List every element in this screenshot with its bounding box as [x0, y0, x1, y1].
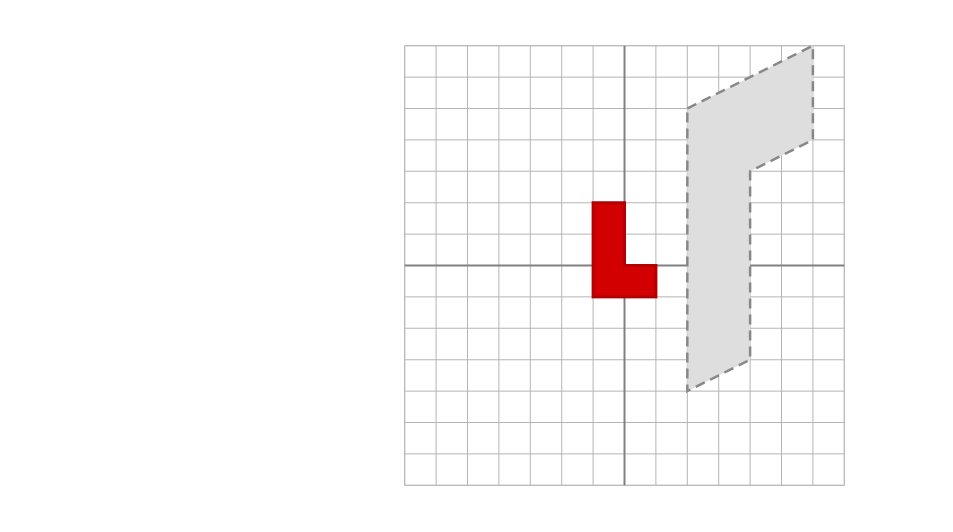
red-l-shape: [591, 201, 658, 299]
gray-dilated-shape: [686, 43, 815, 394]
shapes: [591, 43, 815, 394]
